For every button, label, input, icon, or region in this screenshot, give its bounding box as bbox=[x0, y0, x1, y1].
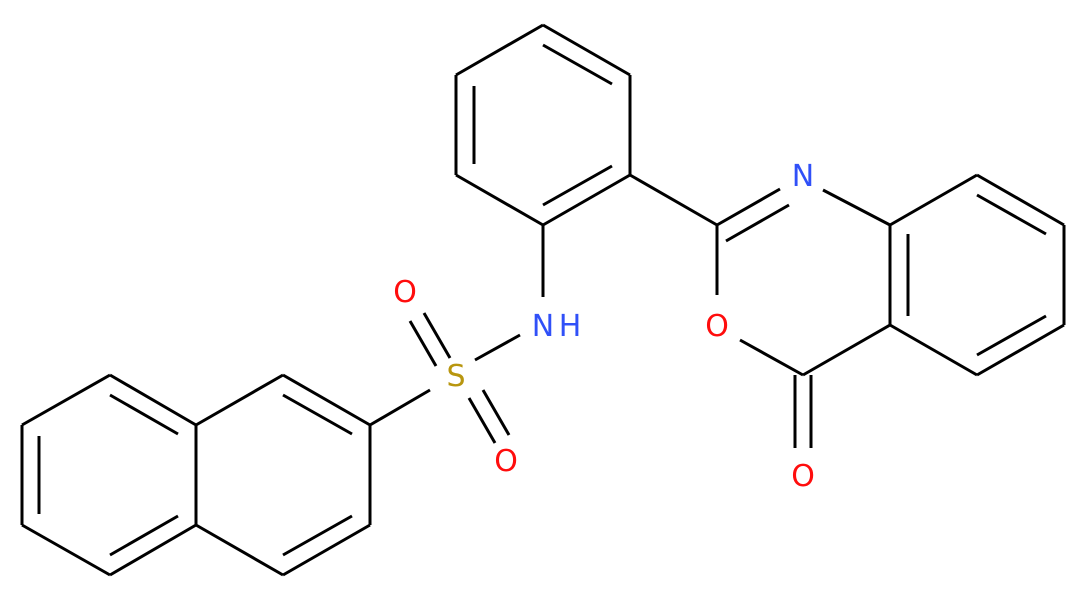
oxygen-atom-label: O bbox=[393, 275, 417, 310]
double-bond-inner bbox=[976, 314, 1047, 357]
fused-benzene-ring bbox=[888, 173, 1066, 377]
bond bbox=[455, 23, 544, 77]
bond bbox=[802, 323, 891, 377]
bond bbox=[542, 173, 631, 227]
oxazinone-ring: N O O bbox=[705, 159, 891, 494]
bond bbox=[21, 373, 111, 427]
sulfonyl-group: S O O bbox=[393, 275, 521, 479]
double-bond-s-o bbox=[467, 397, 497, 444]
naphthalene-left-ring bbox=[20, 373, 198, 577]
double-bond-s-o bbox=[408, 320, 438, 367]
bond-naphthyl-s bbox=[369, 388, 431, 427]
bond bbox=[976, 323, 1065, 377]
double-bond-c-n bbox=[725, 203, 790, 243]
bond bbox=[195, 523, 284, 577]
bond bbox=[109, 523, 197, 577]
nitrogen-atom-label: N bbox=[792, 159, 814, 194]
bond bbox=[195, 373, 284, 427]
double-bond-inner bbox=[109, 393, 179, 436]
nitrogen-atom-label: N bbox=[532, 309, 554, 344]
double-bond-inner bbox=[542, 43, 613, 86]
double-bond-inner bbox=[282, 393, 353, 436]
bond-phenyl-c2 bbox=[629, 173, 718, 227]
double-bond-s-o bbox=[422, 312, 452, 359]
double-bond-c-n bbox=[716, 187, 781, 227]
amine-group: N H bbox=[532, 309, 582, 344]
sulfur-atom-label: S bbox=[446, 359, 465, 394]
double-bond-inner bbox=[976, 193, 1047, 236]
oxygen-atom-label: O bbox=[791, 459, 815, 494]
hydrogen-atom-label: H bbox=[559, 309, 582, 344]
bond bbox=[109, 373, 197, 427]
bond bbox=[455, 173, 544, 227]
oxygen-atom-label: O bbox=[494, 444, 518, 479]
double-bond-inner bbox=[109, 514, 179, 557]
bond bbox=[976, 173, 1065, 227]
bond-s-n bbox=[474, 333, 521, 362]
bond bbox=[822, 188, 891, 227]
double-bond-inner bbox=[282, 514, 353, 557]
naphthalene-right-ring bbox=[195, 373, 372, 577]
phenyl-ring bbox=[454, 23, 632, 227]
bond bbox=[282, 373, 371, 427]
bond bbox=[542, 23, 631, 77]
bond bbox=[889, 323, 978, 377]
double-bond-inner bbox=[542, 164, 613, 207]
double-bond-s-o bbox=[481, 389, 511, 436]
bond bbox=[21, 523, 111, 577]
bond bbox=[282, 523, 371, 577]
bond bbox=[889, 173, 978, 227]
bond bbox=[739, 338, 804, 377]
oxygen-atom-label: O bbox=[705, 309, 729, 344]
